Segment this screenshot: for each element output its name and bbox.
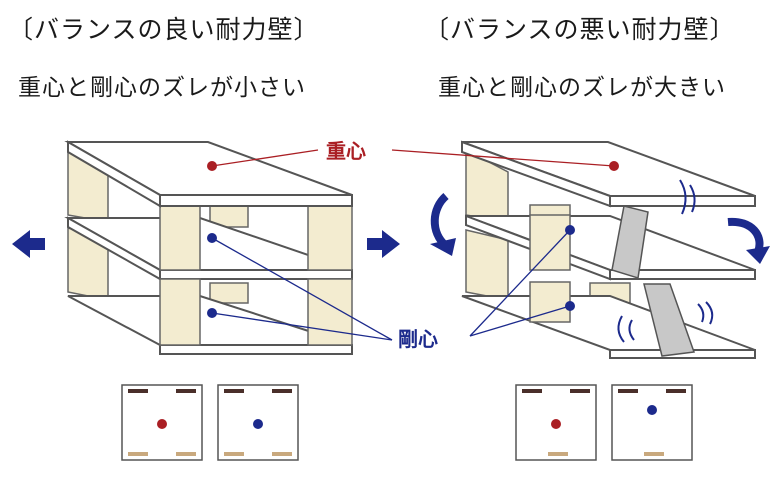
gravity-leader-right (391, 149, 615, 167)
front-right-wall-upper (307, 204, 353, 271)
plan-top-wall (666, 389, 686, 393)
front-wall-upper-right (529, 214, 571, 271)
roof-slab-side (67, 140, 161, 208)
plan-bottom-wall (548, 452, 568, 456)
plan-top-wall (522, 389, 542, 393)
plan-gravity-marker (551, 419, 561, 429)
gravity-leader-left (211, 149, 319, 167)
back-wall-lower (209, 282, 249, 304)
plan-gravity-marker (157, 419, 167, 429)
roof-slab-edge-right (609, 195, 756, 207)
plan-view-unbalanced-top (515, 384, 597, 461)
plan-bottom-wall (128, 452, 148, 456)
rigidity-leader-1 (211, 237, 393, 341)
plan-top-wall (272, 389, 292, 393)
damaged-wall-upper (611, 205, 649, 279)
plan-top-wall (128, 389, 148, 393)
plan-bottom-wall (176, 452, 196, 456)
rotation-arrow-icon (727, 217, 764, 254)
shake-marks-icon (617, 179, 714, 343)
rotation-arrow-head-icon (430, 238, 456, 256)
plan-rigidity-marker (253, 419, 263, 429)
plan-top-wall (224, 389, 244, 393)
front-left-wall-upper (159, 204, 201, 271)
right-panel-heading: 〔バランスの悪い耐力壁〕 (424, 15, 736, 44)
rotation-arrow-icon (430, 192, 449, 250)
damaged-wall-lower (643, 283, 696, 357)
plan-top-wall (570, 389, 590, 393)
floor-slab-bottom-edge (159, 344, 353, 355)
plan-view-unbalanced-bottom (611, 384, 693, 461)
plan-bottom-wall (644, 452, 664, 456)
front-right-wall-lower (307, 278, 353, 346)
right-arrow-icon (367, 230, 400, 258)
floor-slab-middle-right (465, 215, 756, 271)
plan-bottom-wall (272, 452, 292, 456)
plan-top-wall (618, 389, 638, 393)
floor-slab-middle-edge (159, 269, 353, 280)
balanced-building (64, 140, 353, 355)
rigidity-leader-2 (211, 312, 393, 341)
plan-view-balanced-top (121, 384, 203, 461)
plan-rigidity-marker (647, 405, 657, 415)
gravity-callout-label: 重心 (326, 139, 366, 163)
plan-top-wall (176, 389, 196, 393)
rotation-arrow-head-icon (746, 246, 770, 264)
rigidity-leader-4 (469, 305, 571, 337)
rigidity-leader-3 (469, 229, 571, 337)
left-arrow-icon (12, 230, 45, 258)
left-wall-lower-right (465, 229, 509, 301)
roof-slab-edge (159, 194, 353, 207)
left-panel-subheading: 重心と剛心のズレが小さい (18, 75, 306, 101)
left-panel-heading: 〔バランスの良い耐力壁〕 (8, 15, 320, 44)
plan-view-balanced-bottom (217, 384, 299, 461)
right-panel-subheading: 重心と剛心のズレが大きい (438, 75, 726, 101)
plan-bottom-wall (224, 452, 244, 456)
front-left-wall-lower (159, 278, 201, 346)
rigidity-callout-label: 剛心 (398, 327, 438, 351)
